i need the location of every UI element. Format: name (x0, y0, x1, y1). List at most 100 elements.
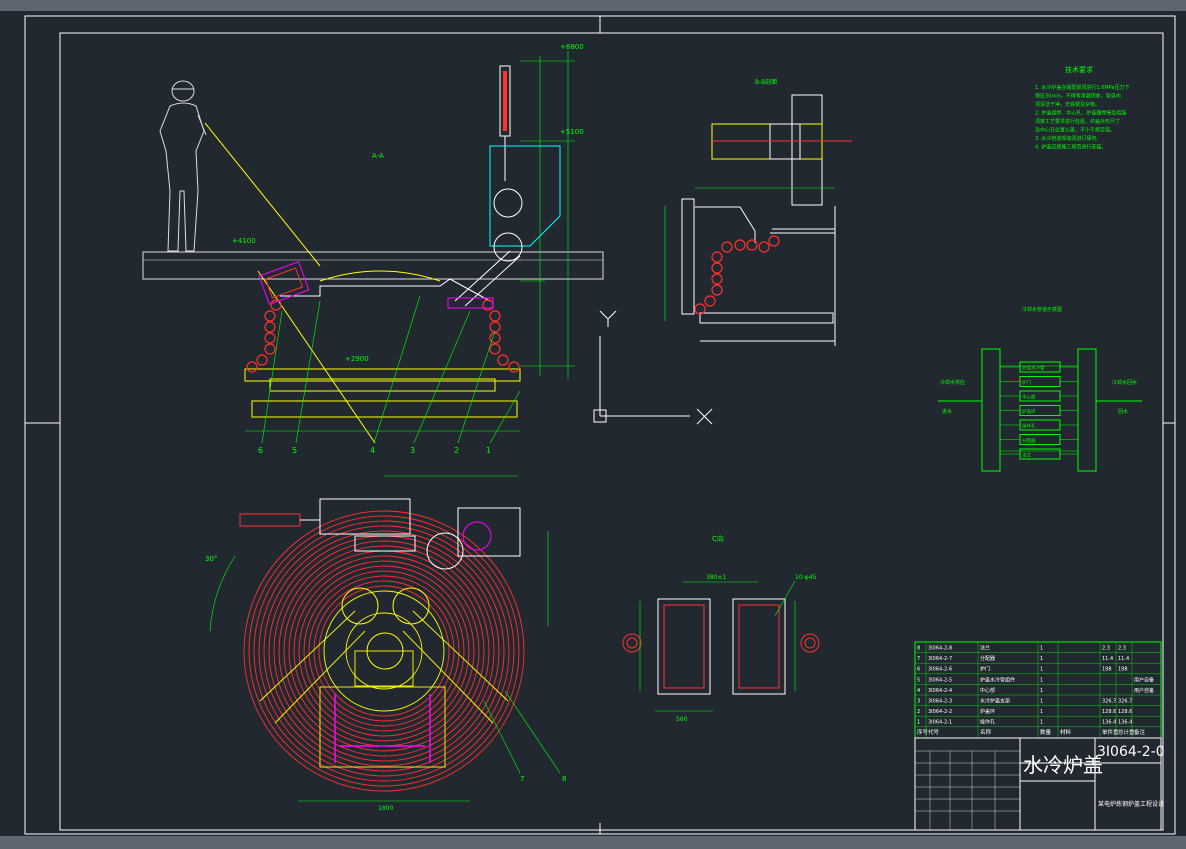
note-line: 须清洁干净，无铁锈及杂物。 (1035, 101, 1100, 108)
flow-box-label: 中心部 (1022, 394, 1036, 401)
bom-cell: 法兰 (980, 645, 990, 652)
bom-cell: 7 (917, 656, 920, 662)
title-block (914, 737, 1162, 831)
part-marker: 4 (370, 446, 375, 455)
flow-left-sub: 进水 (942, 408, 952, 415)
plan-ring (318, 585, 450, 717)
section-aa-title: A-A (372, 152, 384, 160)
note-line: 及中心孔位置公差，不小于规定值。 (1035, 127, 1115, 134)
dim-plan-width: 1800 (378, 805, 393, 812)
plan-ring (303, 570, 465, 732)
part-markers: 6 5 4 3 2 1 (258, 446, 491, 455)
drawing-title: 水冷炉盖 (1023, 753, 1103, 777)
part-marker: 2 (454, 446, 459, 455)
plan-ring (298, 565, 470, 737)
inner-frame (59, 32, 1164, 831)
bom-header-cell: 名称 (980, 728, 992, 736)
plan-ring (258, 525, 510, 777)
bom-cell: 3I064-2-2 (928, 709, 952, 715)
bom-cell: 3I064-2-7 (928, 656, 952, 662)
bom-cell: 炉盖环 (980, 708, 995, 715)
bom-header-cell: 序号 (917, 728, 929, 736)
section-aa-view (142, 51, 604, 444)
bom-cell: 136.4 (1102, 720, 1116, 726)
bom-cell: 198 (1102, 667, 1112, 673)
flow-box-label: 炉盖水冷管 (1022, 365, 1045, 372)
bom-cell: 用户自备 (1134, 676, 1154, 683)
view-c-title: C向 (712, 534, 724, 543)
bom-cell: 326.7 (1118, 699, 1132, 705)
dim-left: +4100 (232, 237, 256, 245)
coil-chain-left (246, 299, 282, 373)
bom-cell: 1 (1040, 656, 1043, 662)
bom-cell: 1 (1040, 688, 1043, 694)
note-line: 4. 炉盖应按施工规范进行安装。 (1035, 144, 1106, 151)
flow-box-label: 炉门 (1022, 379, 1031, 386)
plan-ring (263, 530, 505, 772)
plan-ring (313, 580, 455, 722)
bom-cell: 分配器 (980, 655, 995, 662)
tech-notes: 技术要求 1. 水冷炉盖在装配前须进行1.0MPa压力下 保压30min，不得有… (1035, 65, 1129, 151)
section-bb-view (664, 94, 852, 346)
bom-cell: 4 (917, 688, 920, 694)
company-name: 某电炉炼钢炉盖工程设计 (1098, 800, 1164, 808)
bom-cell: 水冷炉盖支架 (980, 698, 1010, 705)
bom-cell: 1 (917, 720, 920, 726)
top-toolbar-strip (0, 0, 1186, 11)
bom-cell: 中心部 (980, 687, 995, 694)
bom-header-cell: 代号 (928, 728, 940, 736)
flow-left-label: 冷却水供应 (940, 379, 965, 386)
dim-low: +2900 (345, 355, 369, 363)
plan-ring (273, 540, 495, 762)
bom-cell: 128.6 (1118, 709, 1132, 715)
bom-cell: 1 (1040, 646, 1043, 652)
bom-cell: 136.4 (1118, 720, 1132, 726)
cad-drawing-canvas[interactable]: A-A +6800 +5100 +4100 +2900 6 5 4 3 2 1 (0, 11, 1186, 836)
dim-c2: 10-φ45 (795, 574, 817, 581)
note-line: 保压30min，不得有渗漏现象，管道内 (1035, 93, 1121, 100)
bom-cell: 3I064-2-8 (928, 646, 952, 652)
status-bar-strip (0, 836, 1186, 849)
dim-angle: 30° (205, 555, 217, 563)
bom-cell: 炉门 (980, 666, 990, 673)
part-marker: 6 (258, 446, 263, 455)
note-line: 2. 炉盖组焊、中心孔、炉盖圈焊接及组装 (1035, 110, 1126, 117)
bom-header-cell: 材料 (1060, 728, 1072, 736)
plan-ring (293, 560, 475, 742)
notes-heading: 技术要求 (1065, 65, 1093, 74)
bom-cell: 11.4 (1118, 656, 1129, 662)
bom-cell: 2 (917, 709, 920, 715)
note-line: 1. 水冷炉盖在装配前须进行1.0MPa压力下 (1035, 84, 1129, 91)
dim-top: +6800 (560, 43, 584, 51)
bom-cell: 1 (1040, 677, 1043, 683)
part-marker: 5 (292, 446, 297, 455)
section-bb-title: B-B剖面 (755, 78, 777, 86)
dim-mid: +5100 (560, 128, 584, 136)
bom-cell: 1 (1040, 709, 1043, 715)
bom-cell: 3 (917, 699, 920, 705)
plan-view (209, 475, 561, 802)
flow-title: 冷却水管道示意图 (1022, 306, 1062, 313)
bom-header-cell: 数量 (1040, 728, 1052, 736)
bom-cell: 3I064-2-5 (928, 677, 952, 683)
bom-cell: 198 (1118, 667, 1128, 673)
bom-header-cell: 单件重 (1102, 728, 1119, 736)
bom-header-cell: 总计重 (1118, 728, 1135, 736)
flow-right-label: 冷却水回水 (1112, 379, 1137, 386)
note-line: 3. 水冷管道焊缝须进行探伤。 (1035, 135, 1101, 142)
bom-cell: 128.6 (1102, 709, 1116, 715)
view-c (622, 580, 820, 712)
flow-box-label: 分配器 (1022, 437, 1036, 444)
bom-header-cell: 备注 (1134, 728, 1146, 736)
bom-cell: 1 (1040, 720, 1043, 726)
bom-cell: 3I064-2-1 (928, 720, 952, 726)
dim-c3: 560 (676, 716, 688, 723)
worker-figure (159, 80, 207, 252)
bom-cell: 11.4 (1102, 656, 1113, 662)
part-marker: 3 (410, 446, 415, 455)
bom-cell: 炉盖水冷管组件 (980, 676, 1015, 683)
flow-right-sub: 回水 (1118, 408, 1128, 415)
plan-ring (278, 545, 490, 757)
flow-box-label: 法兰 (1022, 452, 1031, 459)
